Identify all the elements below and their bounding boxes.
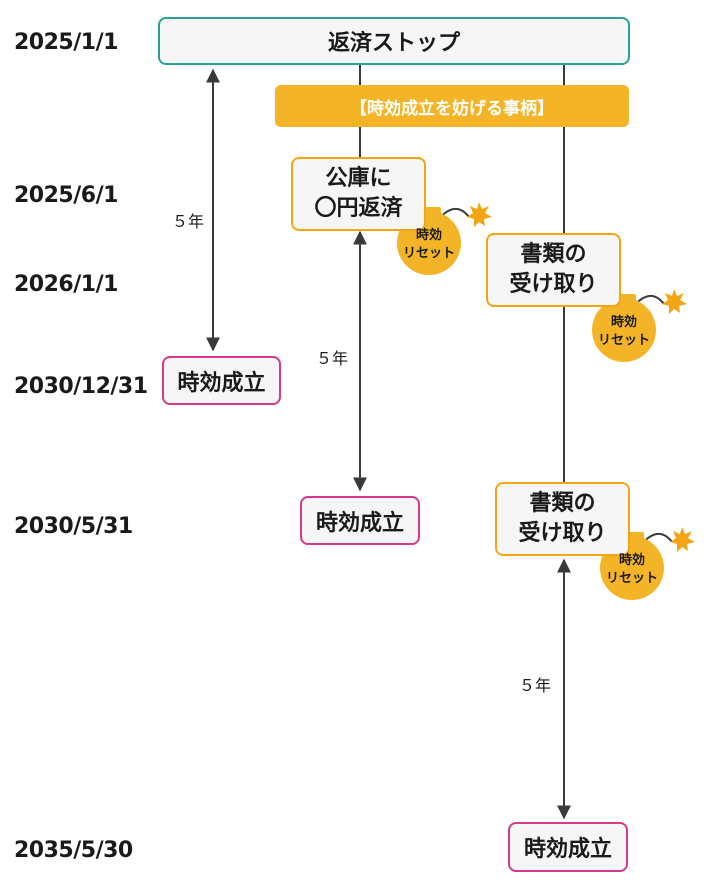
date-label: 2030/5/31 — [14, 514, 133, 539]
document-event-box: 書類の 受け取り — [495, 482, 630, 556]
period-label: ５年 — [316, 343, 349, 371]
reset-label: 時効 リセット — [597, 315, 650, 348]
statute-completed-box: 時効成立 — [300, 496, 420, 545]
date-label: 2025/6/1 — [14, 183, 118, 208]
reset-label: 時効 リセット — [402, 228, 455, 261]
date-label: 2035/5/30 — [14, 838, 133, 863]
repayment-event-box: 公庫に 〇円返済 — [291, 157, 426, 231]
statute-completed-box: 時効成立 — [162, 356, 281, 405]
period-label: ５年 — [172, 206, 205, 234]
document-event-box: 書類の 受け取り — [486, 233, 621, 307]
date-label: 2026/1/1 — [14, 272, 118, 297]
bomb-icon — [592, 289, 687, 362]
repayment-stop-box: 返済ストップ — [158, 17, 630, 65]
period-label: ５年 — [519, 670, 552, 698]
date-label: 2030/12/31 — [14, 374, 148, 399]
date-label: 2025/1/1 — [14, 30, 118, 55]
statute-completed-box: 時効成立 — [508, 822, 628, 872]
prevention-banner: 【時効成立を妨げる事柄】 — [275, 85, 629, 127]
reset-label: 時効 リセット — [605, 553, 658, 586]
